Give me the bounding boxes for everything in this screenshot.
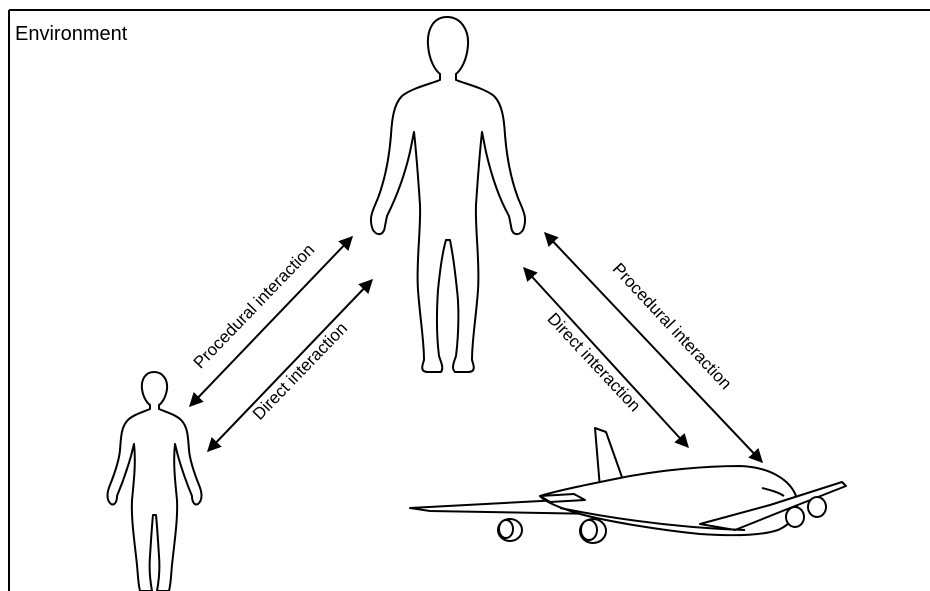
- airplane-icon: [410, 428, 846, 543]
- environment-title: Environment: [15, 23, 128, 45]
- left-direct-arrow: [208, 280, 372, 451]
- right-direct-label: Direct interaction: [544, 309, 645, 415]
- left-procedural-label: Procedural interaction: [190, 240, 319, 372]
- secondary-person-icon: [108, 372, 202, 591]
- right-procedural-label: Procedural interaction: [609, 259, 736, 393]
- left-procedural-arrow: [190, 237, 352, 406]
- central-person-icon: [371, 17, 525, 372]
- left-direct-label: Direct interaction: [249, 319, 351, 424]
